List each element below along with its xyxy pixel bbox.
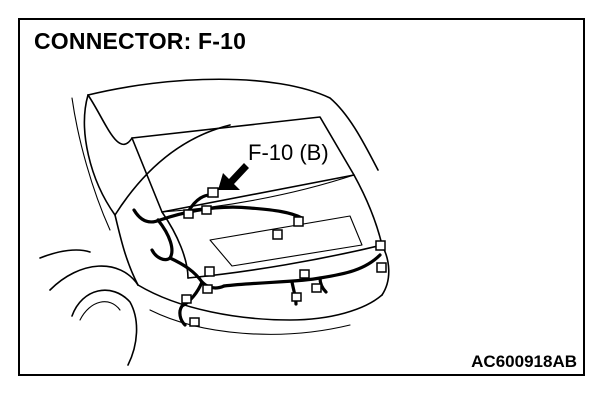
figure-frame: CONNECTOR: F-10 F-10 (B) AC600918AB (18, 18, 585, 376)
figure-code: AC600918AB (471, 352, 577, 371)
connector-callout-label: F-10 (B) (248, 140, 329, 165)
figure-title: CONNECTOR: F-10 (34, 28, 247, 54)
connector-f10 (207, 187, 219, 198)
vehicle-rear-illustration (39, 78, 390, 366)
pointer-arrow-icon (218, 163, 249, 190)
